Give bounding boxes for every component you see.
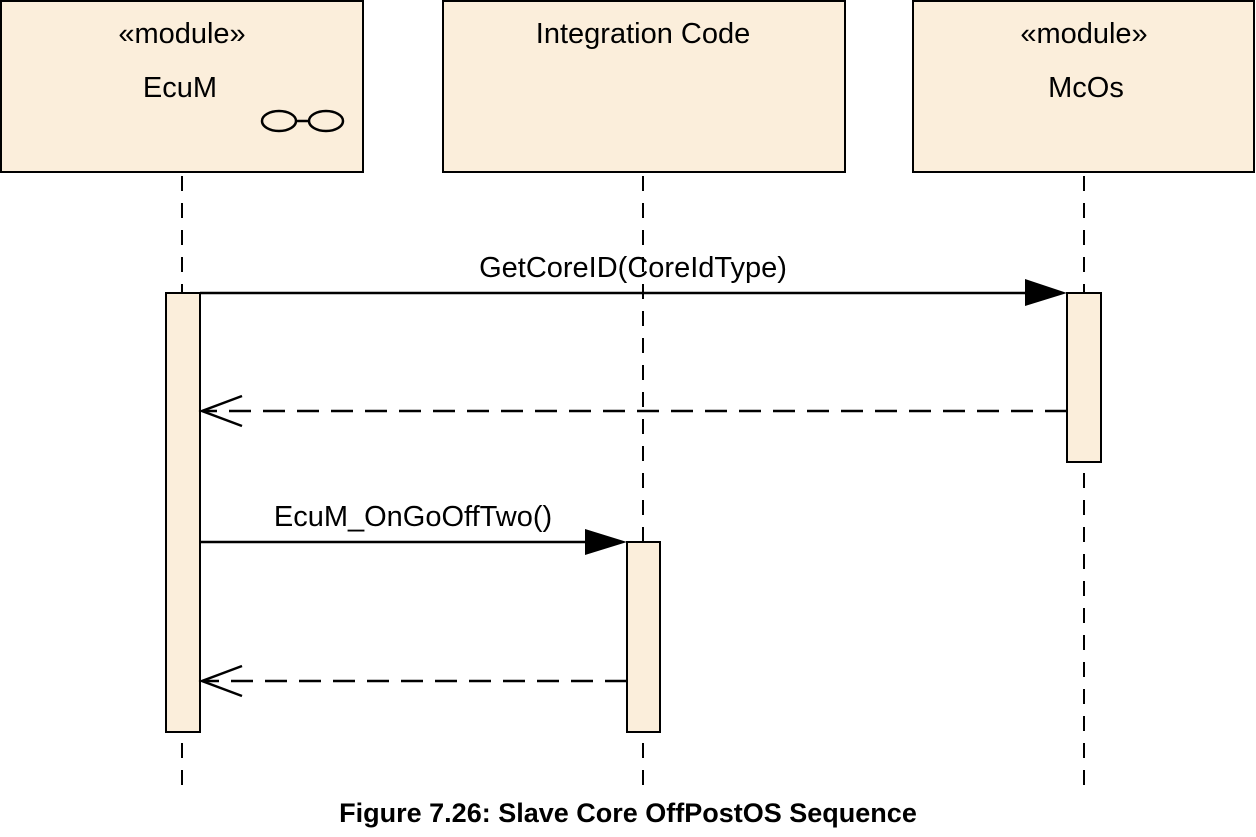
activation-ecum [165, 292, 201, 733]
lifeline-mcos-name: McOs [1048, 72, 1124, 104]
lifeline-integration: Integration Code [442, 0, 846, 173]
activation-mcos [1066, 292, 1102, 463]
message-getcoreid: GetCoreID(CoreIdType) [200, 252, 1067, 306]
message-getcoreid-return [198, 394, 1067, 428]
lifeline-mcos-box [912, 0, 1255, 173]
glasses-icon [260, 109, 345, 133]
lifeline-ecum: «module» EcuM [0, 0, 364, 173]
message-getcoreid-return-arrowhead [198, 394, 243, 428]
message-getcoreid-arrowhead [1025, 279, 1067, 306]
lifeline-mcos: «module» McOs [912, 0, 1255, 173]
lifeline-ecum-box [0, 0, 364, 173]
message-ongoofftwo-return-arrowhead [198, 664, 243, 698]
lifeline-integration-name: Integration Code [536, 18, 750, 50]
message-ongoofftwo-label: EcuM_OnGoOffTwo() [274, 501, 552, 533]
lifeline-ecum-name: EcuM [143, 72, 217, 104]
message-ongoofftwo-arrowhead [585, 529, 627, 555]
activation-integration [626, 541, 661, 733]
lifeline-mcos-stereotype: «module» [1020, 18, 1147, 50]
sequence-diagram: «module» EcuM Integration Code «module» … [0, 0, 1255, 786]
lifeline-ecum-stereotype: «module» [118, 18, 245, 50]
message-ongoofftwo-return [198, 664, 627, 698]
message-getcoreid-label: GetCoreID(CoreIdType) [479, 252, 787, 284]
message-ongoofftwo: EcuM_OnGoOffTwo() [200, 501, 627, 555]
figure-caption: Figure 7.26: Slave Core OffPostOS Sequen… [339, 798, 917, 828]
lifeline-integration-box [442, 0, 846, 173]
